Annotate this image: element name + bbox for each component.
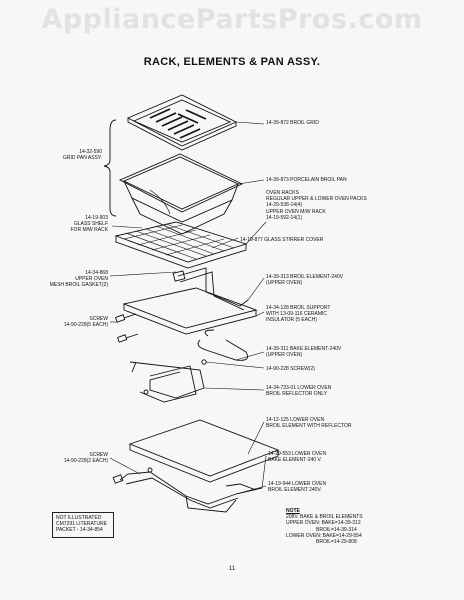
- label-screw-2: 14-90-228 SCREW(2): [266, 366, 315, 372]
- label-upper-bake-element: 14-39-311 BAKE ELEMENT-240V(UPPER OVEN): [266, 346, 342, 359]
- lower-reflector-plate: [128, 419, 280, 477]
- lower-broil-element-reflector: [129, 361, 205, 403]
- lower-broil-element: [185, 483, 257, 513]
- label-broil-pan: 14-39-873 PORCELAIN BROIL PAN: [266, 177, 347, 183]
- grid-pan-bracket: [103, 119, 117, 217]
- page-title: RACK, ELEMENTS & PAN ASSY.: [143, 56, 321, 68]
- screw-upper: [114, 313, 207, 365]
- broil-pan: [118, 153, 244, 235]
- label-stirrer-cover: 14-19-877 GLASS STIRRER COVER: [240, 237, 324, 243]
- watermark: AppliancePartsPros.com: [41, 4, 423, 35]
- label-broil-grid: 14-39-872 BROIL GRID: [266, 120, 319, 126]
- label-upper-broil-element: 14-39-313 BROIL ELEMENT-240V(UPPER OVEN): [266, 274, 344, 287]
- page-number: 11: [228, 566, 236, 572]
- oven-rack: [114, 221, 248, 269]
- upper-bake-element: [197, 329, 249, 361]
- not-illustrated-box: NOT ILLUSTRATED CM7291 LITERATURE PACKET…: [52, 512, 114, 538]
- voltage-note: NOTE 208V. BAKE & BROIL ELEMENTS UPPER O…: [286, 508, 363, 546]
- broil-grid: [126, 94, 238, 151]
- lower-bake-element: [112, 467, 263, 509]
- upper-broil-element: [172, 267, 249, 311]
- broil-support-plate: [122, 287, 258, 329]
